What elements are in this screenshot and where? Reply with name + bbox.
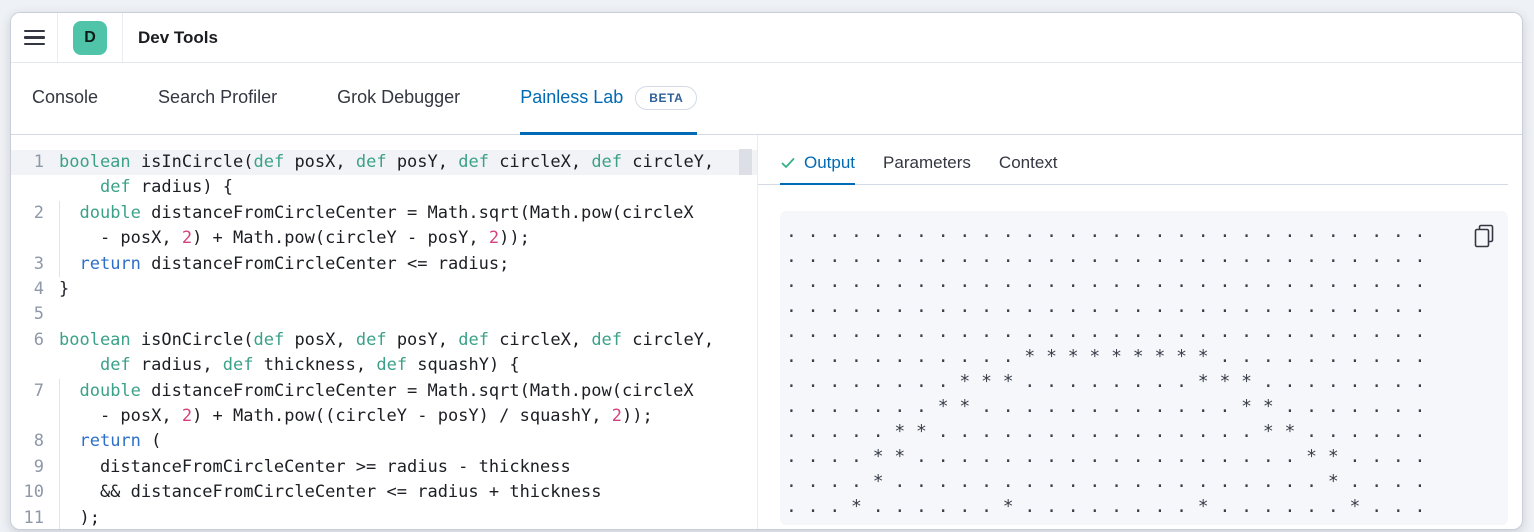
code-text: def radius, def thickness, def squashY) … <box>99 355 520 376</box>
tab-context[interactable]: Context <box>999 143 1058 185</box>
main-tabs: Console Search Profiler Grok Debugger Pa… <box>11 63 1522 135</box>
code-text: ); <box>59 505 757 529</box>
indent-guide <box>59 480 60 506</box>
copy-button[interactable] <box>1473 224 1495 248</box>
line-number: 6 <box>33 329 44 350</box>
ascii-row: . . . . . * * . . . . . . . . . . . . . … <box>786 421 1426 442</box>
code-text: && distanceFromCircleCenter <= radius + … <box>59 480 757 506</box>
tab-painless-lab[interactable]: Painless Lab BETA <box>520 63 698 135</box>
tab-label: Output <box>804 153 856 172</box>
ascii-row: . . . * . . . . . . * . . . . . . . . * … <box>786 496 1426 517</box>
code-text: distanceFromCircleCenter >= radius - thi… <box>59 454 757 481</box>
app-header: D Dev Tools <box>11 13 1522 63</box>
code-line[interactable]: 5 <box>11 302 757 327</box>
ascii-row: . . . . . . . . . . . * * * * * * * * * … <box>786 346 1426 367</box>
code-line[interactable]: 10 && distanceFromCircleCenter <= radius… <box>11 480 757 506</box>
menu-button[interactable] <box>11 13 57 62</box>
tab-search-profiler[interactable]: Search Profiler <box>158 63 277 135</box>
output-tabs: Output Parameters Context <box>758 143 1508 185</box>
dev-tools-logo: D <box>73 20 107 55</box>
app-window: D Dev Tools Console Search Profiler Grok… <box>10 12 1523 530</box>
ascii-row: . . . . . . . * * . . . . . . . . . . . … <box>786 396 1426 417</box>
code-line[interactable]: 9 distanceFromCircleCenter >= radius - t… <box>11 454 757 481</box>
code-text: return ( <box>59 429 757 455</box>
beta-badge: BETA <box>635 85 698 110</box>
tab-label: Console <box>32 87 99 107</box>
indent-guide <box>59 505 60 529</box>
ascii-row: . . . . . . . . * * * . . . . . . . . * … <box>786 371 1426 392</box>
code-text: } <box>59 279 70 300</box>
code-line[interactable]: def radius, def thickness, def squashY) … <box>11 353 757 378</box>
ascii-row: . . . . * . . . . . . . . . . . . . . . … <box>786 471 1426 492</box>
editor-scrollbar[interactable] <box>739 149 752 175</box>
code-line[interactable]: 7 double distanceFromCircleCenter = Math… <box>11 378 757 405</box>
indent-guide <box>59 226 60 252</box>
line-number: 9 <box>33 456 44 477</box>
line-number: 1 <box>33 152 44 172</box>
line-number <box>11 226 59 251</box>
line-number: 4 <box>33 279 44 300</box>
code-line[interactable]: - posX, 2) + Math.pow((circleY - posY) /… <box>11 404 757 430</box>
line-number: 2 <box>33 202 44 223</box>
code-text: boolean isOnCircle(def posX, def posY, d… <box>59 329 715 350</box>
line-number: 10 <box>23 482 44 503</box>
indent-guide <box>59 251 60 278</box>
check-icon <box>781 158 795 168</box>
tab-grok-debugger[interactable]: Grok Debugger <box>337 63 460 135</box>
indent-guide <box>59 454 60 481</box>
tab-label: Parameters <box>883 153 971 172</box>
content-area: 1 boolean isInCircle(def posX, def posY, … <box>11 135 1522 529</box>
code-editor[interactable]: 1 boolean isInCircle(def posX, def posY, … <box>11 135 758 529</box>
output-panel: Output Parameters Context . . . . . . . … <box>758 135 1522 529</box>
ascii-row: . . . . . . . . . . . . . . . . . . . . … <box>786 321 1426 342</box>
line-number: 3 <box>33 253 44 274</box>
ascii-row: . . . . . . . . . . . . . . . . . . . . … <box>786 296 1426 317</box>
line-number: 5 <box>33 304 44 325</box>
page-title: Dev Tools <box>138 27 218 47</box>
code-line[interactable]: 8 return ( <box>11 429 757 455</box>
tab-console[interactable]: Console <box>32 63 98 135</box>
code-text: - posX, 2) + Math.pow((circleY - posY) /… <box>59 404 757 430</box>
hamburger-icon <box>23 26 45 50</box>
ascii-row: . . . . . . . . . . . . . . . . . . . . … <box>786 246 1426 267</box>
tab-label: Grok Debugger <box>337 87 461 107</box>
header-divider <box>57 13 58 62</box>
code-line[interactable]: 3 return distanceFromCircleCenter <= rad… <box>11 251 757 278</box>
code-line[interactable]: 11 ); <box>11 505 757 529</box>
output-box: . . . . . . . . . . . . . . . . . . . . … <box>780 211 1508 525</box>
line-number: 7 <box>33 380 44 401</box>
tab-label: Context <box>998 153 1058 172</box>
indent-guide <box>59 404 60 430</box>
code-text: def radius) { <box>99 177 234 198</box>
code-text: double distanceFromCircleCenter = Math.s… <box>59 378 757 405</box>
indent-guide <box>59 378 60 405</box>
ascii-row: . . . . . . . . . . . . . . . . . . . . … <box>786 271 1426 292</box>
tab-label: Painless Lab <box>520 87 624 107</box>
code-line[interactable]: 2 double distanceFromCircleCenter = Math… <box>11 200 757 227</box>
line-number <box>11 175 59 200</box>
tab-label: Search Profiler <box>158 87 278 107</box>
code-text: - posX, 2) + Math.pow(circleY - posY, 2)… <box>59 226 757 252</box>
line-number: 11 <box>23 507 44 528</box>
ascii-row: . . . . * * . . . . . . . . . . . . . . … <box>786 446 1426 467</box>
line-number: 8 <box>33 431 44 452</box>
code-text: double distanceFromCircleCenter = Math.s… <box>59 200 757 227</box>
ascii-row: . . . . . . . . . . . . . . . . . . . . … <box>786 221 1426 242</box>
code-line[interactable]: 4} <box>11 277 757 302</box>
code-line[interactable]: - posX, 2) + Math.pow(circleY - posY, 2)… <box>11 226 757 252</box>
code-text <box>59 302 757 327</box>
code-text: return distanceFromCircleCenter <= radiu… <box>59 251 757 278</box>
ascii-art: . . . . . . . . . . . . . . . . . . . . … <box>786 219 1508 519</box>
line-number <box>11 353 59 378</box>
code-line[interactable]: 1 boolean isInCircle(def posX, def posY, … <box>11 150 757 176</box>
line-number <box>11 404 59 429</box>
header-divider <box>122 13 123 62</box>
tab-output[interactable]: Output <box>780 143 856 185</box>
code-line[interactable]: def radius) { <box>11 175 757 200</box>
code-text: boolean isInCircle(def posX, def posY, d… <box>59 152 715 172</box>
indent-guide <box>59 200 60 227</box>
code-line[interactable]: 6 boolean isOnCircle(def posX, def posY, … <box>11 328 757 353</box>
indent-guide <box>59 429 60 455</box>
tab-parameters[interactable]: Parameters <box>883 143 971 185</box>
